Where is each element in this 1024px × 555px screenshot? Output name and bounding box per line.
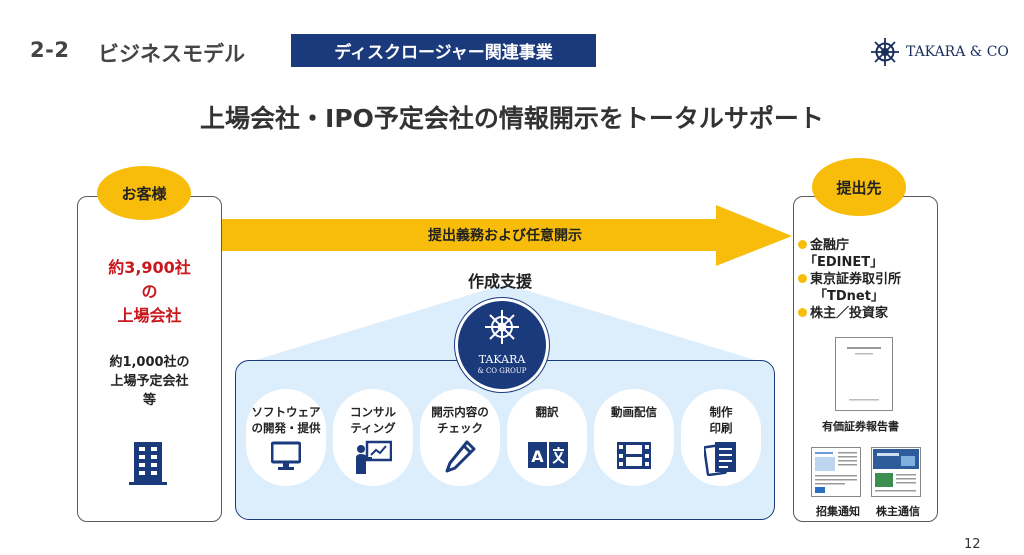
destination-tse-label: 東京証券取引所 [810,272,902,287]
service-software-label: ソフトウェア の開発・提供 [246,404,326,436]
service-translation [507,389,587,486]
service-check [420,389,500,486]
section-number: 2-2 [30,38,70,62]
securities-report-thumbnail [835,337,893,411]
convocation-notice-label: 招集通知 [816,505,860,518]
bullet-dot [798,274,807,283]
service-check-line1: 開示内容の [431,405,489,419]
building-icon [129,442,167,485]
pen-icon [445,440,476,473]
presenter-icon [356,440,392,474]
category-banner: ディスクロージャー関連事業 [291,34,596,67]
destination-fsa-label: 金融庁 [810,238,850,253]
destinations-badge: 提出先 [812,158,906,216]
service-video-label: 動画配信 [594,404,674,420]
listed-count: 約3,900社 [108,258,191,277]
shareholder-letter-label: 株主通信 [876,505,920,518]
listed-label: 上場会社 [117,306,182,325]
service-consulting-line2: ティング [350,421,396,435]
compass-emblem-icon [485,310,519,344]
customers-badge: お客様 [97,166,191,220]
securities-report-label: 有価証券報告書 [822,420,899,433]
document-icon [704,442,736,476]
group-logo-line1: TAKARA [478,353,526,366]
destination-shareholders-label: 株主／投資家 [810,306,889,321]
page-headline: 上場会社・IPO予定会社の情報開示をトータルサポート [200,104,824,133]
service-consulting-label: コンサル ティング [333,404,413,436]
destination-tdnet: 「TDnet」 [814,289,884,304]
group-logo-line2: & CO GROUP [477,367,527,375]
page-number: 12 [964,537,981,552]
service-video [594,389,674,486]
destination-shareholders: 株主／投資家 [798,305,888,322]
service-software-line1: ソフトウェア [251,405,321,419]
ipo-line1: 約1,000社の [109,355,190,370]
service-video-line1: 動画配信 [611,405,657,419]
shareholder-letter-thumbnail [871,447,921,497]
support-label: 作成支援 [467,272,532,291]
service-check-line2: チェック [437,421,483,435]
section-title: ビジネスモデル [98,42,245,66]
listed-particle: の [141,282,158,301]
logo-text: TAKARA & CO [906,44,1009,60]
destination-tse: 東京証券取引所 [798,271,901,288]
service-translation-line1: 翻訳 [535,405,559,419]
service-consulting-line1: コンサル [350,405,396,419]
svg-text:A: A [531,447,544,466]
service-printing-label: 制作 印刷 [681,404,761,436]
service-printing-line1: 制作 [709,405,733,419]
ipo-line2: 上場予定会社 [110,374,189,389]
company-logo: TAKARA & CO [870,37,1009,67]
bullet-dot [798,308,807,317]
service-printing-line2: 印刷 [709,421,733,435]
service-check-label: 開示内容の チェック [420,404,500,436]
film-icon [617,442,651,469]
monitor-icon [271,441,301,470]
convocation-notice-thumbnail [811,447,861,497]
destination-edinet: 「EDINET」 [804,255,884,270]
disclosure-arrow [222,205,792,266]
translate-icon: A [528,442,568,468]
service-translation-label: 翻訳 [507,404,587,420]
ipo-line3: 等 [142,393,156,408]
bullet-dot [798,240,807,249]
arrow-label: 提出義務および任意開示 [428,228,582,244]
compass-emblem-icon [871,38,899,66]
group-logo: TAKARA & CO GROUP [455,298,549,392]
destination-fsa: 金融庁 [798,237,849,254]
service-software-line2: の開発・提供 [251,421,321,435]
service-consulting [333,389,413,486]
